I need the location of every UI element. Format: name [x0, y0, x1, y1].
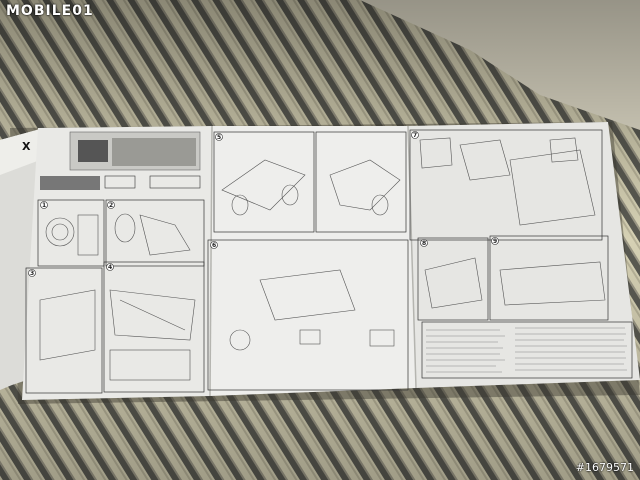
step-box-9 — [417, 237, 489, 321]
seat-drawing-2 — [549, 137, 579, 163]
caution-icon-box — [104, 175, 136, 189]
step-marker-1 — [40, 201, 48, 209]
step-box-2 — [105, 199, 205, 267]
axle-line — [119, 299, 186, 331]
middle-panel-step-boxes — [207, 131, 409, 391]
chassis-drawing — [39, 289, 96, 361]
right-panel-drawings — [419, 137, 606, 309]
front-bumper-drawing — [499, 261, 606, 306]
rear-wheel-drawing — [281, 184, 299, 206]
step-number-6: 6 — [212, 242, 216, 249]
step-marker-8 — [420, 239, 428, 247]
step-marker-6 — [210, 241, 218, 249]
step-box-4 — [103, 261, 205, 393]
post-id-watermark: #1679571 — [575, 461, 634, 474]
front-wheel-drawing — [231, 194, 249, 216]
step-number-4: 4 — [108, 264, 112, 271]
dashboard-drawing — [259, 269, 356, 321]
manual-left-panel — [22, 126, 212, 400]
step-box-3 — [25, 267, 103, 394]
step-number-8: 8 — [422, 240, 426, 247]
steering-wheel-drawing — [229, 329, 251, 351]
step-number-1: 1 — [42, 202, 46, 209]
wheel-hub-drawing — [51, 223, 69, 241]
step-number-7: 7 — [413, 132, 417, 139]
caution-note-box — [149, 175, 201, 189]
console-drawing — [369, 329, 395, 347]
left-panel-step-boxes — [25, 199, 205, 394]
caution-bar — [40, 176, 100, 190]
car-underside-drawing — [329, 159, 401, 211]
manual-right-panel — [408, 122, 640, 388]
car-body-drawing — [221, 159, 306, 211]
step-marker-7 — [411, 131, 419, 139]
notes-text-lines — [426, 327, 627, 373]
step-marker-9 — [491, 237, 499, 245]
underside-wheel-drawing — [371, 194, 389, 216]
frame-drawing — [109, 289, 196, 341]
step-number-9: 9 — [493, 238, 497, 245]
left-page-highlight — [0, 128, 44, 175]
mobile01-logo: MOBILE01 — [6, 3, 94, 19]
hood-drawing — [424, 257, 483, 309]
manual-middle-panel — [210, 126, 416, 396]
header-dark-box — [78, 140, 108, 162]
step-marker-4 — [106, 263, 114, 271]
fold-line-1 — [209, 125, 213, 397]
left-page-letter: X — [22, 140, 31, 153]
part-drawing — [77, 214, 99, 256]
step-box-1 — [37, 199, 105, 267]
step-number-2: 2 — [109, 202, 113, 209]
step-marker-2 — [107, 201, 115, 209]
header-parts-sprue — [112, 138, 196, 166]
tire-drawing — [114, 213, 136, 243]
step-box-6 — [315, 131, 407, 233]
fold-line-2 — [407, 125, 417, 389]
step-box-8 — [409, 129, 603, 241]
right-panel-step-boxes — [409, 129, 633, 379]
left-panel-drawings — [39, 213, 196, 361]
interior-drawing — [459, 139, 511, 181]
cabin-drawing — [509, 149, 596, 226]
step-number-5: 5 — [217, 134, 221, 141]
suspension-drawing — [139, 214, 191, 256]
note-box — [109, 349, 191, 381]
step-box-10 — [489, 235, 609, 321]
step-box-5 — [213, 131, 315, 233]
text-notes-box — [421, 321, 633, 379]
step-marker-5 — [215, 133, 223, 141]
seat-drawing-1 — [419, 137, 453, 169]
step-number-3: 3 — [30, 270, 34, 277]
pedal-drawing — [299, 329, 321, 345]
wheel-drawing — [45, 217, 75, 247]
step-number-markers: 1 2 3 4 5 6 7 8 9 — [28, 131, 499, 277]
step-box-7 — [207, 239, 409, 391]
step-marker-3 — [28, 269, 36, 277]
middle-panel-drawings — [221, 159, 401, 351]
